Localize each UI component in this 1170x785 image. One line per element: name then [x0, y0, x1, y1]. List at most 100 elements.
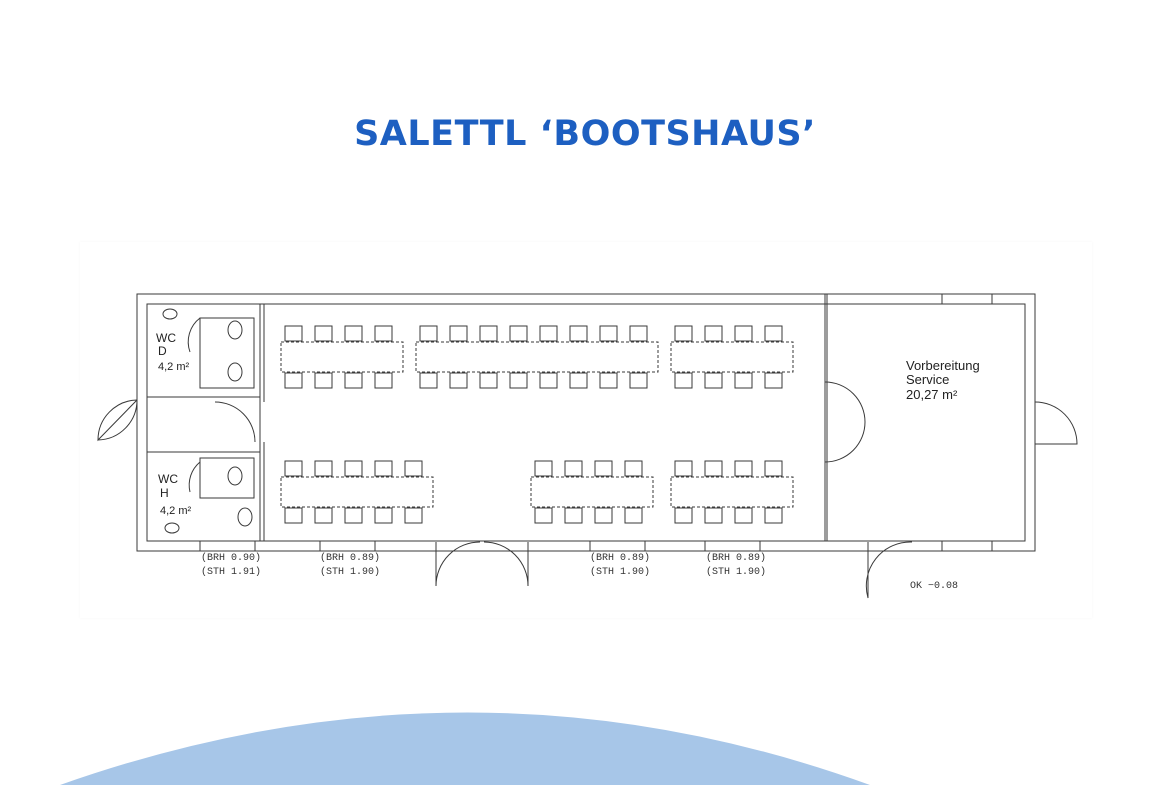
- chair: [509, 372, 528, 389]
- chair: [539, 372, 558, 389]
- wc-h-area: 4,2 m²: [160, 505, 192, 517]
- table: [670, 341, 794, 373]
- chair: [404, 507, 423, 524]
- chair: [569, 325, 588, 342]
- left-door: [97, 399, 138, 442]
- table: [415, 341, 659, 373]
- chair: [599, 372, 618, 389]
- chair: [344, 325, 363, 342]
- chair: [734, 325, 753, 342]
- window-1-brh: (BRH 0.90): [201, 552, 261, 564]
- chair: [704, 460, 723, 477]
- window-2-sth: (STH 1.90): [320, 566, 380, 578]
- chair: [594, 460, 613, 477]
- service-exit-door: [865, 541, 913, 599]
- chair: [734, 372, 753, 389]
- chair: [594, 507, 613, 524]
- wc-h-letter: H: [160, 486, 169, 500]
- window: [199, 540, 256, 552]
- chair: [374, 507, 393, 524]
- sink-icon: [164, 522, 180, 534]
- chair: [419, 325, 438, 342]
- chair: [764, 372, 783, 389]
- chair: [374, 325, 393, 342]
- window-3-sth: (STH 1.90): [590, 566, 650, 578]
- chair: [344, 460, 363, 477]
- chair: [419, 372, 438, 389]
- chair: [479, 372, 498, 389]
- service-door: [824, 381, 866, 423]
- chair: [734, 460, 753, 477]
- chair: [764, 325, 783, 342]
- wc-d-letter: D: [158, 344, 167, 358]
- window-4-sth: (STH 1.90): [706, 566, 766, 578]
- chair: [624, 507, 643, 524]
- sink-icon: [162, 308, 178, 320]
- chair: [564, 507, 583, 524]
- chair: [284, 507, 303, 524]
- chair: [314, 507, 333, 524]
- table: [530, 476, 654, 508]
- chair: [374, 372, 393, 389]
- table: [280, 341, 404, 373]
- chair: [704, 507, 723, 524]
- window-2-brh: (BRH 0.89): [320, 552, 380, 564]
- chair: [449, 325, 468, 342]
- window: [319, 540, 376, 552]
- floor-plan-drawing: WC D 4,2 m² WC H 4,2 m² Vorbereitung Ser…: [97, 293, 1078, 599]
- right-door: [1034, 401, 1078, 445]
- chair: [674, 372, 693, 389]
- chair: [624, 460, 643, 477]
- wc-d-stall: [199, 317, 255, 389]
- chair: [314, 325, 333, 342]
- toilet-icon: [227, 362, 243, 382]
- chair: [314, 372, 333, 389]
- window: [941, 540, 993, 552]
- chair: [539, 325, 558, 342]
- chair: [344, 507, 363, 524]
- chair: [704, 372, 723, 389]
- chair: [674, 507, 693, 524]
- chair: [374, 460, 393, 477]
- level-label: OK −0.08: [910, 581, 958, 592]
- chair: [704, 325, 723, 342]
- chair: [344, 372, 363, 389]
- chair: [534, 507, 553, 524]
- bottom-arc: [60, 712, 870, 785]
- window: [704, 540, 761, 552]
- floor-plan: WC D 4,2 m² WC H 4,2 m² Vorbereitung Ser…: [80, 242, 1092, 618]
- chair: [734, 507, 753, 524]
- wc-h-label: WC: [158, 472, 178, 486]
- chair: [564, 460, 583, 477]
- chair: [764, 507, 783, 524]
- wc-d-label: WC: [156, 331, 176, 345]
- toilet-icon: [227, 466, 243, 486]
- wc-d-area: 4,2 m²: [158, 361, 190, 373]
- toilet-icon: [237, 507, 253, 527]
- inner-wall: [146, 303, 1026, 542]
- chair: [509, 325, 528, 342]
- outer-wall: [136, 293, 1036, 552]
- chair: [629, 372, 648, 389]
- chair: [479, 325, 498, 342]
- service-area: 20,27 m²: [906, 387, 958, 402]
- chair: [284, 325, 303, 342]
- wc-h-stall: [199, 457, 255, 499]
- chair: [599, 325, 618, 342]
- window-1-sth: (STH 1.91): [201, 566, 261, 578]
- window: [941, 293, 993, 305]
- service-label-1: Vorbereitung: [906, 358, 980, 373]
- service-label-2: Service: [906, 372, 949, 387]
- table: [670, 476, 794, 508]
- chair: [404, 460, 423, 477]
- chair: [449, 372, 468, 389]
- window-3-brh: (BRH 0.89): [590, 552, 650, 564]
- window-4-brh: (BRH 0.89): [706, 552, 766, 564]
- page-title: SALETTL ‘BOOTSHAUS’: [354, 114, 816, 154]
- chair: [764, 460, 783, 477]
- chair: [569, 372, 588, 389]
- chair: [314, 460, 333, 477]
- table: [280, 476, 434, 508]
- chair: [284, 460, 303, 477]
